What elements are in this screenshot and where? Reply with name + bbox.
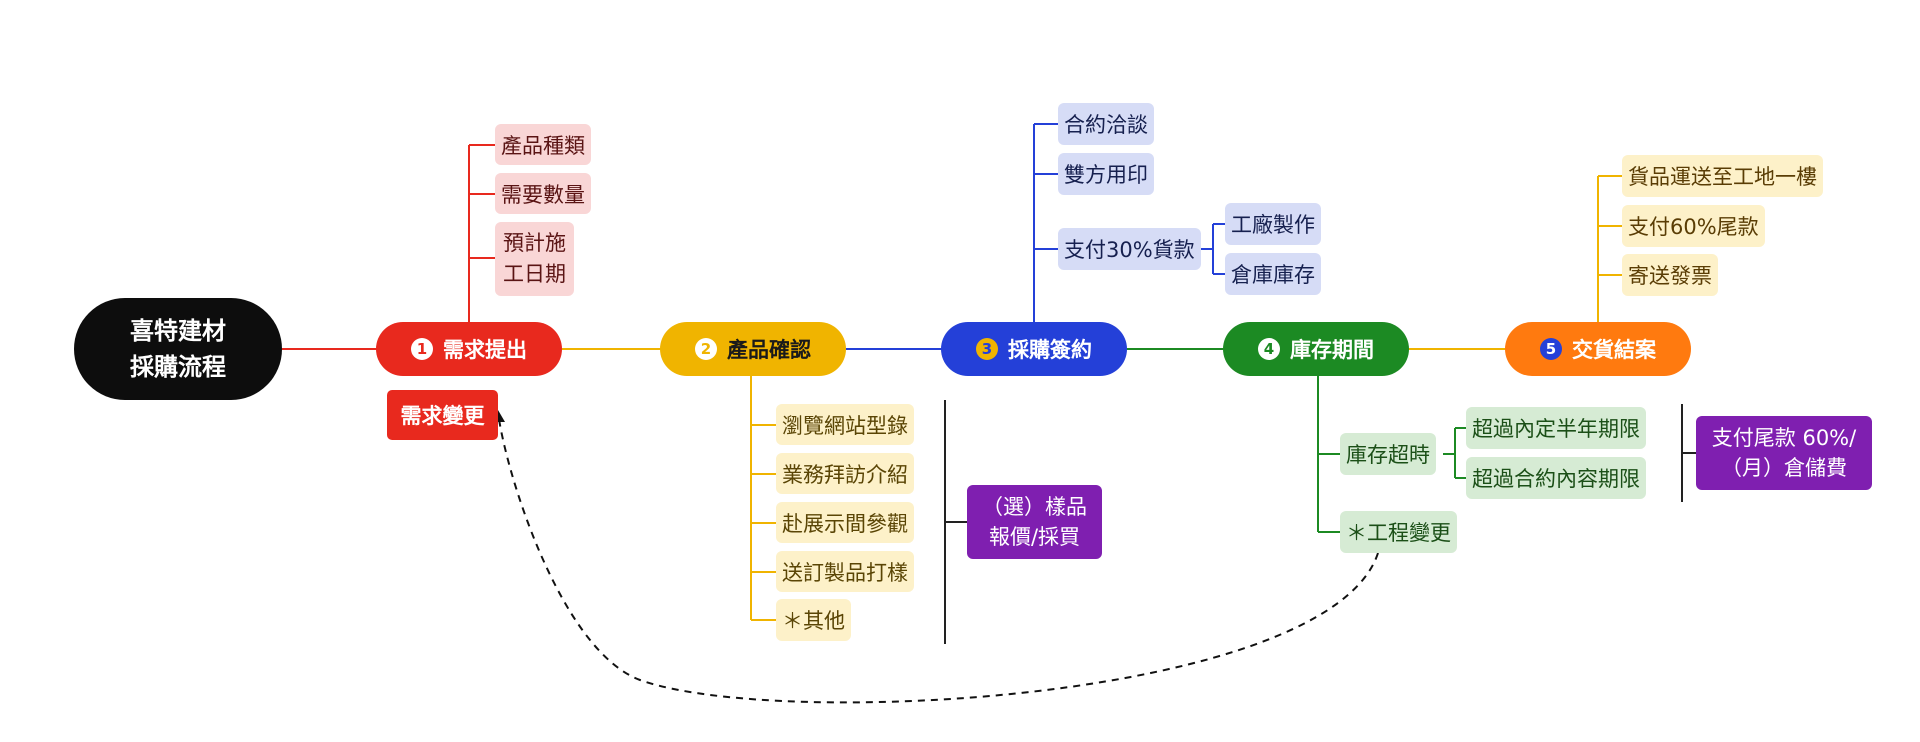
root-title-line1: 喜特建材 [130, 317, 226, 345]
stage1-item: 需要數量 [495, 173, 591, 214]
stage-number-badge: 5 [1540, 338, 1562, 360]
root-title-line2: 採購流程 [130, 353, 226, 381]
stage3-item: 雙方用印 [1058, 153, 1154, 195]
stage-4-node: 4 庫存期間 [1223, 322, 1409, 376]
engineering-change-node: ＊工程變更 [1340, 511, 1457, 553]
stage4-overtime: 庫存超時 [1340, 433, 1436, 475]
note-line: （月）倉儲費 [1721, 456, 1847, 480]
stage-label: 產品確認 [727, 338, 811, 362]
stage-1-node: 1 需求提出 [376, 322, 562, 376]
storage-fee-note: 支付尾款 60%/ （月）倉儲費 [1696, 416, 1872, 490]
stage3-item: 支付30%貨款 [1058, 228, 1201, 270]
stage-3-node: 3 採購簽約 [941, 322, 1127, 376]
stage-label: 需求提出 [443, 338, 527, 362]
stage5-item: 支付60%尾款 [1622, 205, 1765, 247]
stage-number-badge: 1 [411, 338, 433, 360]
stage5-item: 寄送發票 [1622, 254, 1718, 296]
stage-number-badge: 4 [1258, 338, 1280, 360]
stage1-item-multiline: 預計施 工日期 [495, 222, 574, 296]
stage2-item: 瀏覽網站型錄 [776, 404, 914, 445]
note-line: 報價/採買 [988, 525, 1081, 549]
stage2-item: ＊其他 [776, 599, 851, 641]
root-node: 喜特建材 採購流程 [74, 298, 282, 400]
stage-label: 交貨結案 [1572, 338, 1656, 362]
stage2-item: 業務拜訪介紹 [776, 453, 914, 494]
stage-2-node: 2 產品確認 [660, 322, 846, 376]
stage1-item-line: 工日期 [503, 262, 566, 286]
stage1-item-line: 預計施 [503, 231, 566, 255]
sample-quote-note: （選）樣品 報價/採買 [967, 485, 1102, 559]
note-line: （選）樣品 [982, 495, 1087, 519]
stage4-sub-item: 超過合約內容期限 [1466, 457, 1646, 499]
stage3-item: 合約洽談 [1058, 103, 1154, 145]
stage2-item: 送訂製品打樣 [776, 551, 914, 592]
note-line: 支付尾款 60%/ [1711, 426, 1857, 450]
stage-label: 庫存期間 [1290, 338, 1374, 362]
stage-number-badge: 2 [695, 338, 717, 360]
stage3-sub-item: 工廠製作 [1225, 203, 1321, 245]
stage2-item: 赴展示間參觀 [776, 502, 914, 543]
stage3-sub-item: 倉庫庫存 [1225, 253, 1321, 295]
requirement-change-node: 需求變更 [387, 390, 498, 440]
stage4-sub-item: 超過內定半年期限 [1466, 407, 1646, 449]
stage-number-badge: 3 [976, 338, 998, 360]
stage-label: 採購簽約 [1008, 338, 1092, 362]
stage5-item: 貨品運送至工地一樓 [1622, 155, 1823, 197]
stage1-item: 產品種類 [495, 124, 591, 165]
stage-5-node: 5 交貨結案 [1505, 322, 1691, 376]
